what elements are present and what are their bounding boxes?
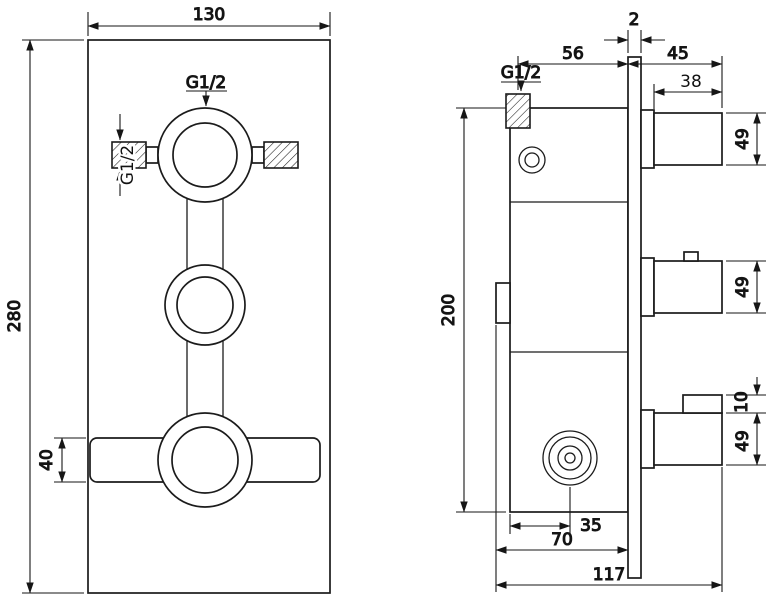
dim-text-total-depth: 117 xyxy=(593,565,625,585)
front-right-port xyxy=(251,141,299,169)
side-dimensions: 2 56 45 38 G1/2 200 xyxy=(438,9,766,592)
dim-overall-width: 130 xyxy=(87,4,331,36)
side-port-circle xyxy=(518,146,546,174)
side-bottom-outlet xyxy=(542,430,598,486)
front-bottom-knob xyxy=(157,412,253,508)
dim-knob-middle-diameter: 49 xyxy=(726,260,766,314)
dim-text-port-to-plate: 56 xyxy=(562,44,584,64)
dim-text-overall-height: 280 xyxy=(5,300,25,332)
label-side-port-thread: G1/2 xyxy=(116,114,141,196)
dim-text-body-depth: 70 xyxy=(551,530,573,550)
dim-overall-height: 280 xyxy=(4,39,84,594)
side-lever-cross-section xyxy=(682,394,723,414)
dim-knob-top-diameter: 49 xyxy=(726,112,766,166)
side-top-knob xyxy=(640,109,723,169)
dim-total-depth: 117 xyxy=(495,467,723,592)
front-dimensions: 130 280 G1/2 G1/2 40 xyxy=(4,4,331,594)
dim-text-outlet-offset: 35 xyxy=(580,516,602,536)
top-port-thread-text: G1/2 xyxy=(186,73,227,93)
dim-text-handle-grip: 38 xyxy=(680,72,702,92)
side-body-detail-lines xyxy=(510,201,628,353)
dim-text-lever-thickness: 10 xyxy=(732,391,752,413)
dim-lever-height: 40 xyxy=(36,437,86,483)
side-wall-plate xyxy=(627,56,642,579)
dim-knob-bottom-diameter: 49 xyxy=(726,412,766,466)
dim-lever-thickness: 10 xyxy=(726,377,766,414)
label-side-top-port-thread: G1/2 xyxy=(500,62,542,92)
dim-text-knob-bottom-diameter: 49 xyxy=(733,430,753,452)
side-top-port-thread-text: G1/2 xyxy=(501,63,542,83)
label-top-port-thread: G1/2 xyxy=(185,72,227,107)
front-body-outline xyxy=(186,199,224,416)
dim-text-handle-total: 45 xyxy=(667,44,689,64)
dim-handle-grip: 38 xyxy=(653,70,723,109)
dim-port-to-plate: 56 xyxy=(517,43,629,90)
side-middle-knob-button xyxy=(683,251,699,262)
dim-text-knob-middle-diameter: 49 xyxy=(733,276,753,298)
side-view xyxy=(495,56,723,579)
front-top-knob xyxy=(157,107,253,203)
side-middle-knob xyxy=(640,251,723,317)
dim-handle-total: 45 xyxy=(627,43,723,108)
dim-text-body-height: 200 xyxy=(439,294,459,326)
dim-text-plate-thickness: 2 xyxy=(629,10,640,30)
front-middle-knob xyxy=(164,264,246,346)
dim-text-lever-height: 40 xyxy=(37,449,57,471)
side-port-thread-text: G1/2 xyxy=(118,145,138,186)
side-top-port xyxy=(505,93,531,129)
dim-text-knob-top-diameter: 49 xyxy=(733,128,753,150)
dim-text-overall-width: 130 xyxy=(193,5,225,25)
side-body-tab xyxy=(495,282,511,324)
dim-body-depth: 70 xyxy=(495,325,629,592)
dim-outlet-offset: 35 xyxy=(509,487,602,537)
front-view xyxy=(87,39,331,594)
dim-body-height: 200 xyxy=(438,107,506,513)
side-bottom-knob xyxy=(640,394,723,469)
dim-plate-thickness: 2 xyxy=(604,9,665,53)
side-valve-body xyxy=(509,107,629,513)
